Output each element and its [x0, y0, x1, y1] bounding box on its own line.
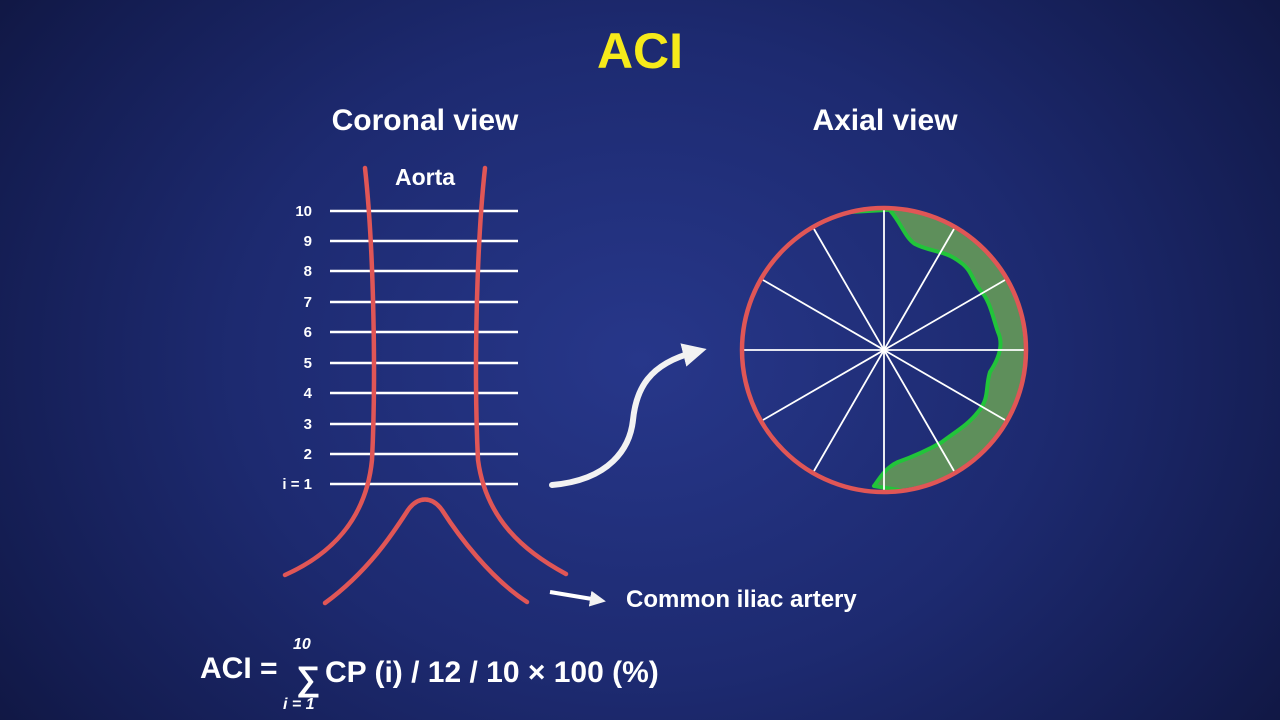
level-label-8: 8 — [303, 263, 312, 280]
sum-lower-limit: i = 1 — [283, 696, 315, 713]
aorta-right-wall — [473, 165, 569, 577]
level-label-3: 3 — [303, 416, 312, 433]
formula-rhs: CP (i) / 12 / 10 × 100 (%) — [325, 656, 659, 689]
iliac-artery-label: Common iliac artery — [626, 586, 857, 613]
level-label-1: i = 1 — [282, 476, 312, 493]
level-label-9: 9 — [303, 233, 312, 250]
axial-cross-section — [739, 205, 1029, 495]
page-title: ACI — [596, 23, 684, 79]
level-lines — [330, 209, 518, 486]
formula-lhs: ACI = — [200, 652, 278, 685]
iliac-pointer-arrow — [549, 590, 606, 607]
level-label-7: 7 — [303, 294, 312, 311]
level-label-10: 10 — [295, 203, 312, 220]
level-label-6: 6 — [303, 324, 312, 341]
aorta-vessel — [282, 165, 569, 606]
sum-upper-limit: 10 — [293, 636, 311, 653]
sum-symbol: ∑ — [296, 660, 321, 698]
axial-view-heading: Axial view — [812, 104, 958, 137]
vessel-wall-circle — [739, 205, 1029, 495]
level-label-2: 2 — [303, 446, 312, 463]
coronal-view-heading: Coronal view — [331, 104, 519, 137]
level-label-4: 4 — [303, 385, 312, 402]
aorta-label: Aorta — [394, 164, 456, 190]
level-label-5: 5 — [303, 355, 312, 372]
sector-spokes — [744, 210, 1024, 490]
transition-arrow — [549, 343, 707, 488]
spoke-150 — [762, 279, 1006, 421]
aorta-left-wall — [282, 165, 377, 578]
iliac-bifurcation — [322, 497, 530, 606]
